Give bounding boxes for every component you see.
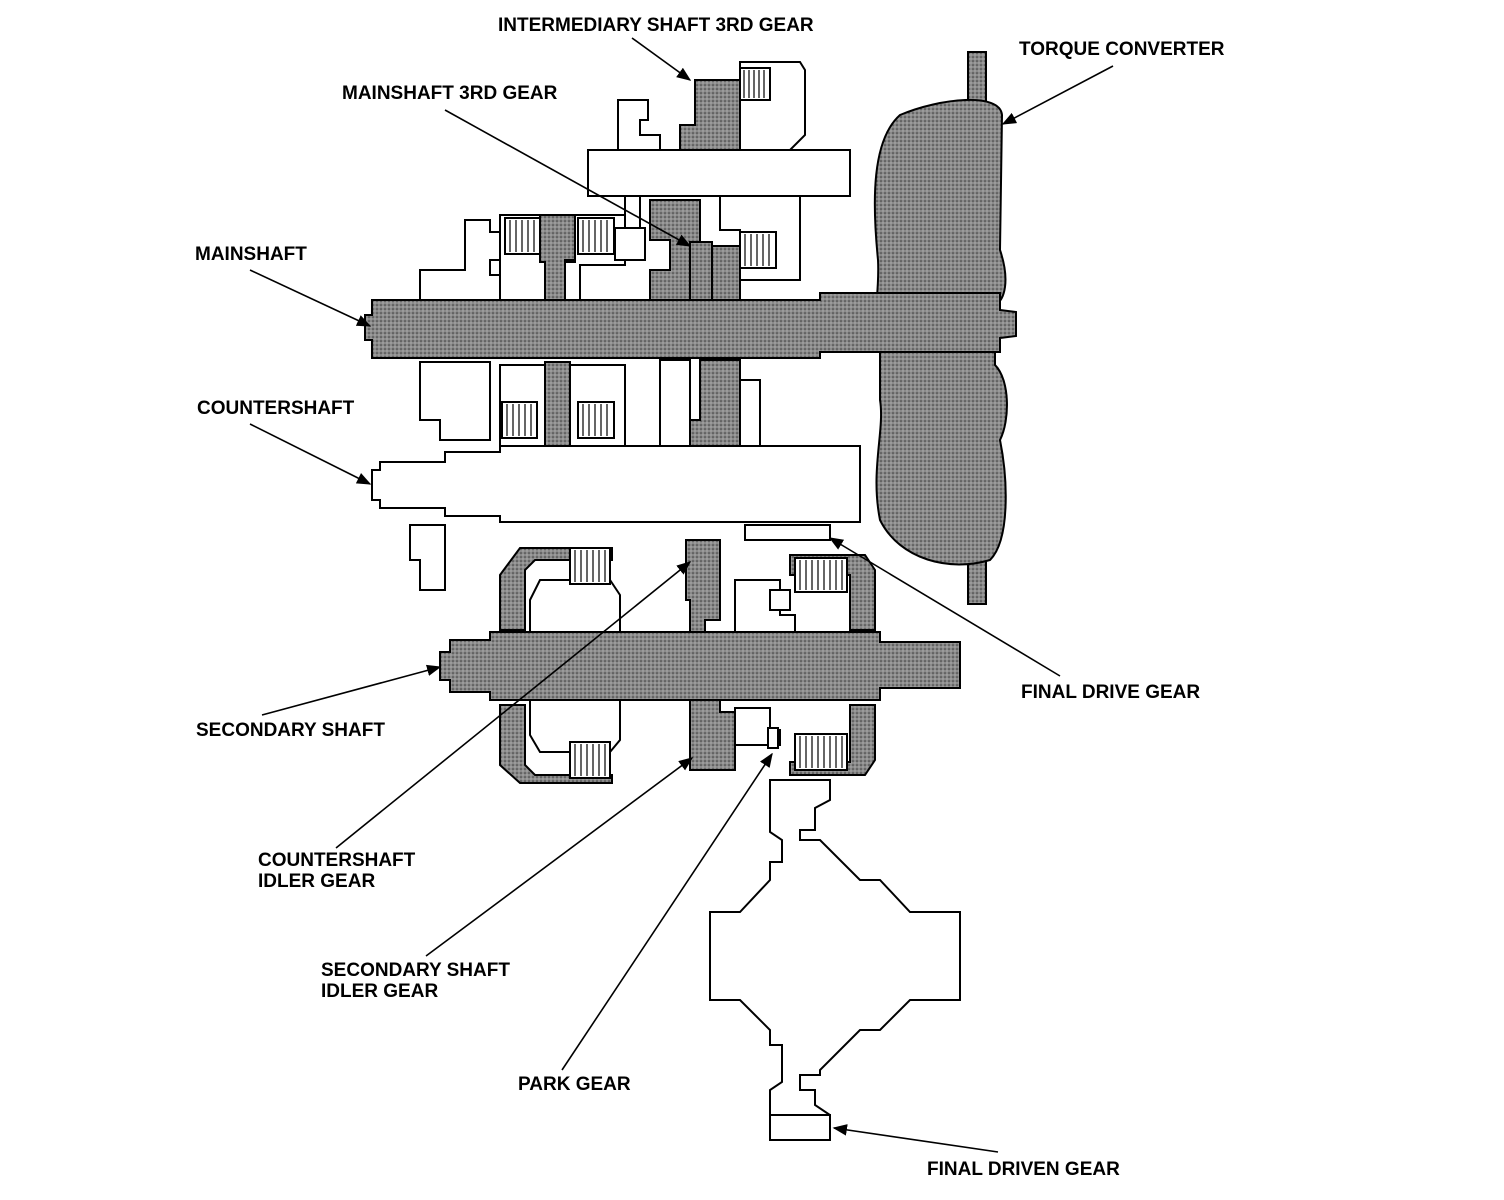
leader-final-drive-gear — [828, 537, 1061, 677]
intermediary-clutch-pack — [739, 67, 771, 101]
label-secondary-shaft: SECONDARY SHAFT — [196, 720, 385, 741]
label-park-gear: PARK GEAR — [518, 1074, 631, 1095]
countershaft-clutch-packs — [501, 401, 615, 439]
label-secondary-shaft-idler-gear-line2: IDLER GEAR — [321, 981, 438, 1002]
intermediary-shaft-3rd-gear — [679, 79, 741, 151]
leader-countershaft-idler-gear — [335, 561, 692, 849]
label-intermediary-shaft-3rd-gear: INTERMEDIARY SHAFT 3RD GEAR — [498, 15, 814, 36]
leader-secondary-shaft — [261, 664, 442, 716]
label-final-driven-gear: FINAL DRIVEN GEAR — [927, 1159, 1120, 1180]
leader-countershaft — [249, 423, 372, 485]
countershaft-idler-gear — [685, 539, 721, 633]
secondary-shaft — [439, 631, 961, 701]
leader-final-driven-gear — [832, 1124, 999, 1153]
leader-torque-converter — [1001, 65, 1114, 125]
label-torque-converter: TORQUE CONVERTER — [1019, 39, 1225, 60]
final-drive-gear — [744, 524, 831, 541]
label-countershaft: COUNTERSHAFT — [197, 398, 355, 419]
leader-park-gear — [561, 752, 773, 1071]
label-countershaft-idler-gear-line2: IDLER GEAR — [258, 871, 375, 892]
label-secondary-shaft-idler-gear-line1: SECONDARY SHAFT — [321, 960, 510, 981]
leader-intermediary-shaft-3rd-gear — [631, 37, 692, 81]
labels: INTERMEDIARY SHAFT 3RD GEAR TORQUE CONVE… — [195, 15, 1225, 1180]
secondary-shaft-clutch-packs — [569, 547, 848, 779]
park-gear — [767, 727, 779, 749]
label-mainshaft: MAINSHAFT — [195, 244, 307, 265]
label-mainshaft-3rd-gear: MAINSHAFT 3RD GEAR — [342, 83, 558, 104]
countershaft — [371, 445, 861, 523]
leader-mainshaft-3rd-gear — [444, 109, 692, 247]
leader-mainshaft — [249, 269, 372, 327]
final-driven-gear — [769, 1114, 831, 1141]
label-countershaft-idler-gear-line1: COUNTERSHAFT — [258, 850, 416, 871]
differential — [709, 779, 961, 1141]
leader-secondary-shaft-idler-gear — [425, 757, 694, 957]
mainshaft-clutch-packs — [504, 217, 777, 269]
leader-lines — [249, 37, 1114, 1153]
label-final-drive-gear: FINAL DRIVE GEAR — [1021, 682, 1200, 703]
secondary-shaft-idler-gear — [689, 699, 736, 771]
mainshaft — [364, 292, 1017, 359]
mainshaft-3rd-gear — [689, 241, 713, 301]
